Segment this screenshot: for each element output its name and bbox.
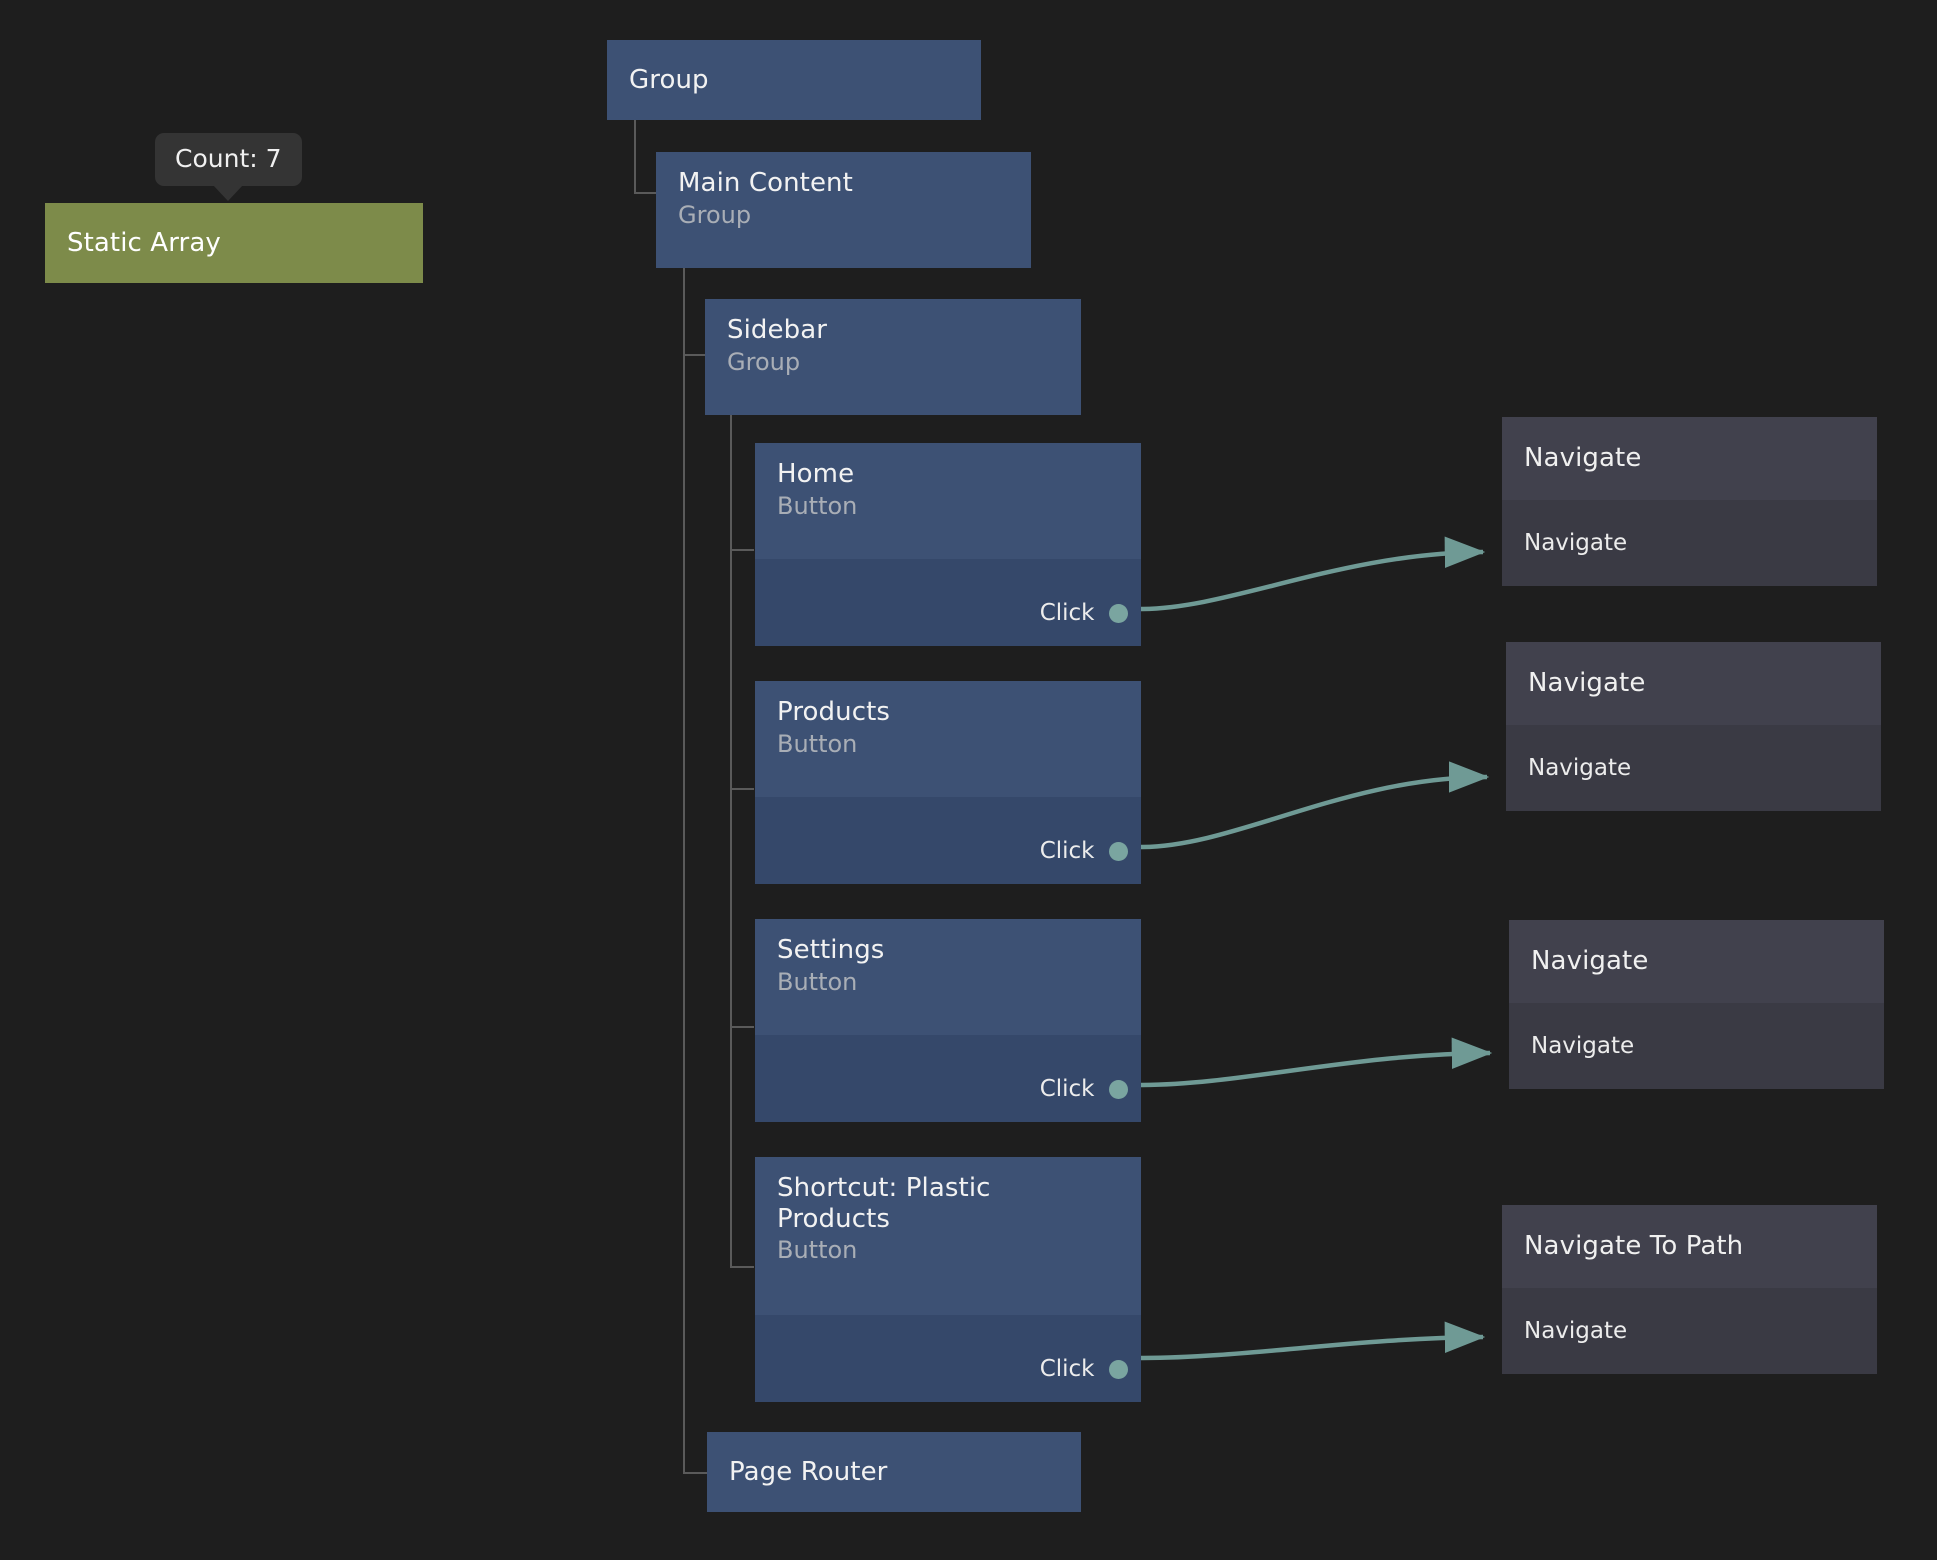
- main-content-head: Main Content Group: [656, 152, 1031, 268]
- navigate-to-path-body: Navigate: [1502, 1288, 1877, 1374]
- home-subtitle: Button: [777, 492, 1119, 521]
- node-action-navigate-3[interactable]: Navigate Navigate: [1509, 920, 1884, 1089]
- node-action-navigate-1[interactable]: Navigate Navigate: [1502, 417, 1877, 586]
- tree-line-page-router-stub: [683, 1472, 707, 1474]
- shortcut-click-port[interactable]: Click: [1040, 1356, 1118, 1382]
- wire-shortcut-click-to-navigate-to-path: [1141, 1337, 1483, 1358]
- tooltip-arrow: [213, 185, 243, 201]
- home-body: Click: [755, 559, 1141, 646]
- sidebar-title: Sidebar: [727, 315, 1059, 346]
- navigate-2-title: Navigate: [1528, 668, 1645, 699]
- navigate-to-path-title: Navigate To Path: [1524, 1231, 1743, 1262]
- shortcut-click-port-dot[interactable]: [1109, 1360, 1128, 1379]
- products-body: Click: [755, 797, 1141, 884]
- static-array-title: Static Array: [67, 228, 221, 259]
- navigate-to-path-head: Navigate To Path: [1502, 1205, 1877, 1288]
- main-content-subtitle: Group: [678, 201, 1009, 230]
- node-group-root[interactable]: Group: [607, 40, 981, 120]
- node-action-navigate-2[interactable]: Navigate Navigate: [1506, 642, 1881, 811]
- navigate-3-head: Navigate: [1509, 920, 1884, 1003]
- settings-body: Click: [755, 1035, 1141, 1122]
- navigate-1-body: Navigate: [1502, 500, 1877, 586]
- home-title: Home: [777, 459, 1119, 490]
- navigate-3-title: Navigate: [1531, 946, 1648, 977]
- products-click-port-dot[interactable]: [1109, 842, 1128, 861]
- settings-click-port[interactable]: Click: [1040, 1076, 1118, 1102]
- main-content-title: Main Content: [678, 168, 1009, 199]
- sidebar-subtitle: Group: [727, 348, 1059, 377]
- node-main-content[interactable]: Main Content Group: [656, 152, 1031, 268]
- products-title: Products: [777, 697, 1119, 728]
- node-page-router[interactable]: Page Router: [707, 1432, 1081, 1512]
- tooltip-text: Count: 7: [175, 144, 282, 173]
- node-button-shortcut-plastic-products[interactable]: Shortcut: Plastic Products Button Click: [755, 1157, 1141, 1402]
- navigate-1-input-label: Navigate: [1524, 530, 1627, 556]
- shortcut-click-label: Click: [1040, 1356, 1095, 1382]
- tree-line-root-stub: [634, 192, 656, 194]
- navigate-2-body: Navigate: [1506, 725, 1881, 811]
- group-root-title: Group: [629, 65, 709, 96]
- shortcut-head: Shortcut: Plastic Products Button: [755, 1157, 1141, 1315]
- products-click-label: Click: [1040, 838, 1095, 864]
- tree-line-main-stub: [683, 354, 705, 356]
- wire-home-click-to-navigate: [1141, 552, 1483, 609]
- tree-line-products-stub: [730, 788, 754, 790]
- shortcut-subtitle: Button: [777, 1236, 1119, 1265]
- tree-line-buttons-spine: [730, 408, 732, 1268]
- node-button-products[interactable]: Products Button Click: [755, 681, 1141, 884]
- tree-line-shortcut-stub: [730, 1266, 754, 1268]
- node-action-navigate-to-path[interactable]: Navigate To Path Navigate: [1502, 1205, 1877, 1374]
- sidebar-head: Sidebar Group: [705, 299, 1081, 415]
- wire-settings-click-to-navigate: [1141, 1053, 1490, 1085]
- settings-click-label: Click: [1040, 1076, 1095, 1102]
- settings-title: Settings: [777, 935, 1119, 966]
- navigate-1-head: Navigate: [1502, 417, 1877, 500]
- navigate-to-path-input-label: Navigate: [1524, 1318, 1627, 1344]
- home-click-port-dot[interactable]: [1109, 604, 1128, 623]
- wire-products-click-to-navigate: [1141, 777, 1487, 847]
- node-button-home[interactable]: Home Button Click: [755, 443, 1141, 646]
- tree-line-home-stub: [730, 549, 754, 551]
- navigate-3-body: Navigate: [1509, 1003, 1884, 1089]
- tree-line-sidebar-spine: [683, 356, 685, 1474]
- home-click-port[interactable]: Click: [1040, 600, 1118, 626]
- tree-line-settings-stub: [730, 1026, 754, 1028]
- count-tooltip: Count: 7: [155, 133, 302, 186]
- products-click-port[interactable]: Click: [1040, 838, 1118, 864]
- page-router-title: Page Router: [729, 1457, 887, 1488]
- node-static-array[interactable]: Static Array: [45, 203, 423, 283]
- shortcut-body: Click: [755, 1315, 1141, 1402]
- home-click-label: Click: [1040, 600, 1095, 626]
- navigate-3-input-label: Navigate: [1531, 1033, 1634, 1059]
- node-button-settings[interactable]: Settings Button Click: [755, 919, 1141, 1122]
- products-head: Products Button: [755, 681, 1141, 797]
- tree-line-main-vertical: [683, 268, 685, 356]
- navigate-2-head: Navigate: [1506, 642, 1881, 725]
- home-head: Home Button: [755, 443, 1141, 559]
- navigate-1-title: Navigate: [1524, 443, 1641, 474]
- node-sidebar[interactable]: Sidebar Group: [705, 299, 1081, 415]
- settings-head: Settings Button: [755, 919, 1141, 1035]
- shortcut-title: Shortcut: Plastic Products: [777, 1173, 1027, 1234]
- settings-click-port-dot[interactable]: [1109, 1080, 1128, 1099]
- navigate-2-input-label: Navigate: [1528, 755, 1631, 781]
- tree-line-root-vertical: [634, 120, 636, 194]
- products-subtitle: Button: [777, 730, 1119, 759]
- settings-subtitle: Button: [777, 968, 1119, 997]
